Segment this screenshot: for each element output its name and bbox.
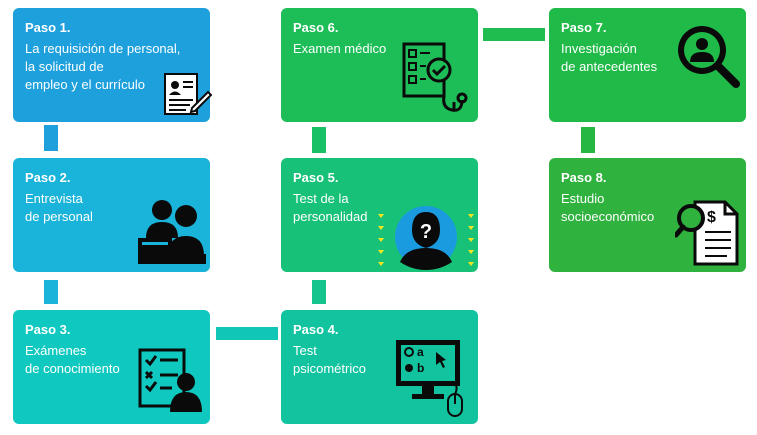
- step-6-title: Paso 6.: [293, 20, 339, 35]
- step-7-text: Investigación de antecedentes: [561, 41, 658, 74]
- step-1-box: Paso 1. La requisición de personal, la s…: [13, 8, 210, 122]
- resume-icon: [164, 73, 212, 115]
- connector-5-6: [312, 127, 326, 153]
- step-5-title: Paso 5.: [293, 170, 339, 185]
- connector-6-7: [483, 28, 545, 41]
- step-2-text: Entrevista de personal: [25, 191, 93, 224]
- step-1-title: Paso 1.: [25, 20, 71, 35]
- interview-icon: [138, 200, 206, 264]
- computer-test-icon: a b: [396, 340, 463, 417]
- step-5-text: Test de la personalidad: [293, 191, 368, 224]
- step-4-title: Paso 4.: [293, 322, 339, 337]
- svg-text:?: ?: [420, 221, 432, 243]
- svg-text:b: b: [417, 361, 424, 375]
- connector-7-8: [581, 127, 595, 153]
- step-8-title: Paso 8.: [561, 170, 607, 185]
- medical-exam-icon: [402, 42, 468, 112]
- financial-doc-icon: $: [675, 200, 739, 266]
- step-7-title: Paso 7.: [561, 20, 607, 35]
- step-4-text: Test psicométrico: [293, 343, 366, 376]
- magnifier-person-icon: [678, 26, 740, 88]
- question-person-icon: ?: [378, 206, 474, 270]
- step-3-text: Exámenes de conocimiento: [25, 343, 120, 376]
- connector-1-2: [44, 125, 58, 151]
- step-6-text: Examen médico: [293, 41, 387, 56]
- checklist-icon: [138, 348, 202, 412]
- svg-text:$: $: [707, 209, 716, 226]
- step-2-title: Paso 2.: [25, 170, 71, 185]
- step-3-title: Paso 3.: [25, 322, 71, 337]
- step-1-text: La requisición de personal, la solicitud…: [25, 41, 181, 92]
- svg-text:a: a: [417, 345, 424, 359]
- connector-2-3: [44, 280, 58, 304]
- step-8-text: Estudio socioeconómico: [561, 191, 655, 224]
- connector-3-4: [216, 327, 278, 340]
- connector-4-5: [312, 280, 326, 304]
